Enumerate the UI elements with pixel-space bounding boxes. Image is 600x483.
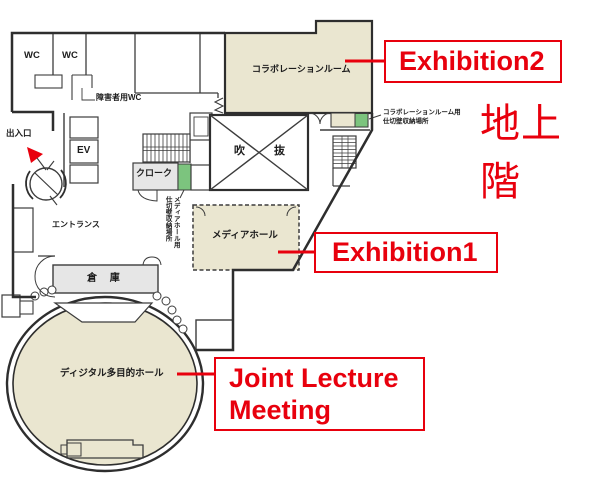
red-leader-lines	[177, 59, 384, 376]
storage-room-shape	[52, 256, 162, 294]
floor-tag: 地上階	[480, 101, 562, 204]
accessible-wc-label: 障害者用WC	[96, 93, 142, 102]
atrium-label: 吹 抜	[234, 145, 294, 157]
hall-stage-shape	[66, 439, 144, 459]
left-wall-stubs	[1, 207, 34, 318]
elevator-label: EV	[77, 145, 91, 156]
joint-lecture-line2: Meeting	[229, 395, 332, 425]
hall-side-passage	[195, 319, 234, 351]
atrium-shape	[208, 113, 310, 192]
elevator-shafts	[63, 113, 99, 187]
collab-partition-line1: コラボレーションルーム用	[383, 109, 461, 116]
atrium-side-boxes	[189, 112, 213, 163]
collaboration-room-label: コラボレーションルーム	[252, 64, 351, 74]
joint-lecture-annotation: Joint Lecture Meeting	[214, 357, 425, 431]
entrance-exit-label: 出入口	[6, 128, 32, 138]
stairs-right-icon	[332, 135, 357, 187]
media-hall-door-arcs-icon	[195, 206, 297, 217]
collab-partition-storage-marker	[354, 113, 369, 128]
entrance-door-icon	[34, 255, 56, 298]
door-scallops-icon	[30, 285, 188, 334]
media-partition-storage-marker	[177, 163, 192, 191]
exhibition2-annotation: Exhibition2	[384, 40, 562, 83]
media-partition-col1: メディアホール用	[172, 196, 180, 248]
media-partition-label: メディアホール用 仕切壁収納場所	[163, 196, 179, 248]
revolving-door-icon	[25, 160, 67, 206]
collab-partition-label: コラボレーションルーム用 仕切壁収納場所	[383, 109, 461, 126]
atrium-cross	[209, 114, 309, 191]
exhibition2-text: Exhibition2	[399, 46, 545, 77]
wc-right-label: WC	[62, 50, 78, 61]
collaboration-room-shape	[223, 19, 374, 128]
hall-stage-notch	[53, 302, 154, 323]
collab-partition-line2: 仕切壁収納場所	[383, 117, 429, 125]
entrance-hall-label: エントランス	[52, 220, 100, 229]
storage-door-arcs-icon	[142, 256, 162, 266]
building-outline	[10, 31, 374, 352]
media-hall-label: メディアホール	[212, 230, 278, 241]
digital-hall-label: ディジタル多目的ホール	[60, 368, 164, 379]
media-hall-shape	[192, 204, 300, 271]
exhibition1-text: Exhibition1	[332, 237, 478, 268]
accessible-wc-leader	[81, 88, 95, 101]
wc-left-label: WC	[24, 50, 40, 61]
stairs-left-icon	[142, 133, 191, 163]
exit-arrow-icon	[27, 147, 47, 171]
storage-label: 倉 庫	[87, 273, 125, 284]
media-partition-col2: 仕切壁収納場所	[164, 196, 172, 242]
exhibition1-annotation: Exhibition1	[314, 232, 498, 273]
cloakroom-label: クローク	[136, 168, 173, 178]
wc-walls	[34, 33, 225, 114]
corridor-door-arcs-icon	[308, 112, 370, 131]
double-door-icon	[213, 97, 225, 114]
digital-hall-shape	[5, 285, 205, 473]
joint-lecture-line1: Joint Lecture	[229, 362, 399, 393]
